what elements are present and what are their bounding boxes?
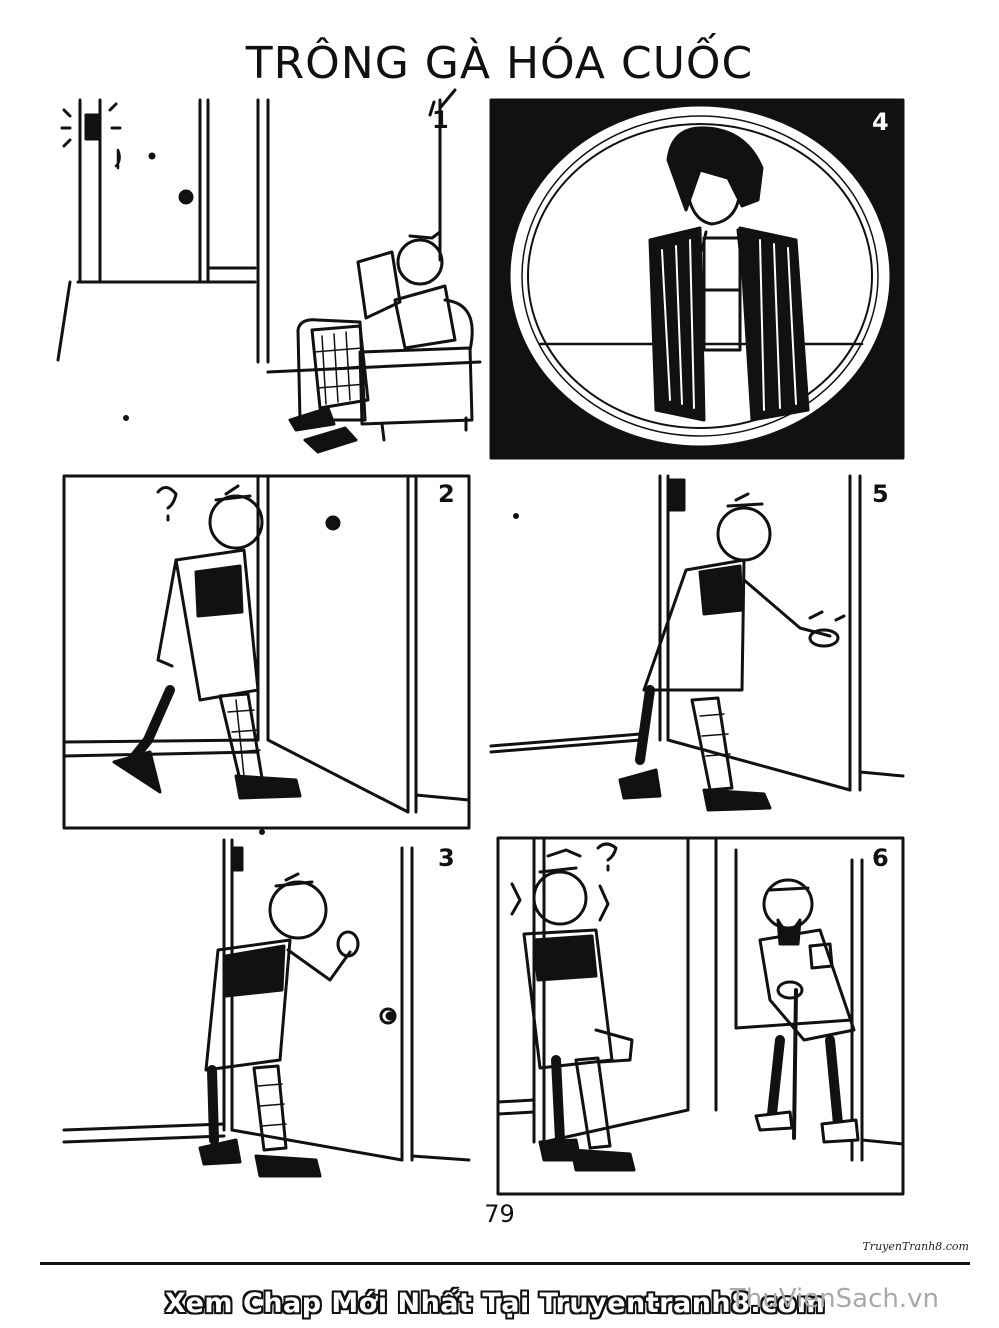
panel-4 [489,98,905,460]
page-number: 79 [484,1200,515,1228]
site-watermark: ThuVienSach.vn [729,1284,939,1314]
panel-1-number: 1 [432,106,449,134]
panel-6-number: 6 [872,844,889,872]
comic-title: TRÔNG GÀ HÓA CUỐC [245,38,754,89]
publisher-watermark: TruyenTranh8.com [862,1240,969,1253]
panel-4-number: 4 [872,108,889,136]
panel-5 [489,474,905,812]
footer-rule [40,1262,970,1265]
panel-2 [62,474,471,830]
panel-3-number: 3 [438,844,455,872]
promo-banner-link[interactable]: Xem Chap Mới Nhất Tại Truyentranh8.com [165,1288,826,1319]
panel-3 [62,829,471,1178]
panel-6 [496,836,905,1196]
panel-2-number: 2 [438,480,455,508]
panel-5-number: 5 [872,480,889,508]
panel-1 [56,88,482,454]
